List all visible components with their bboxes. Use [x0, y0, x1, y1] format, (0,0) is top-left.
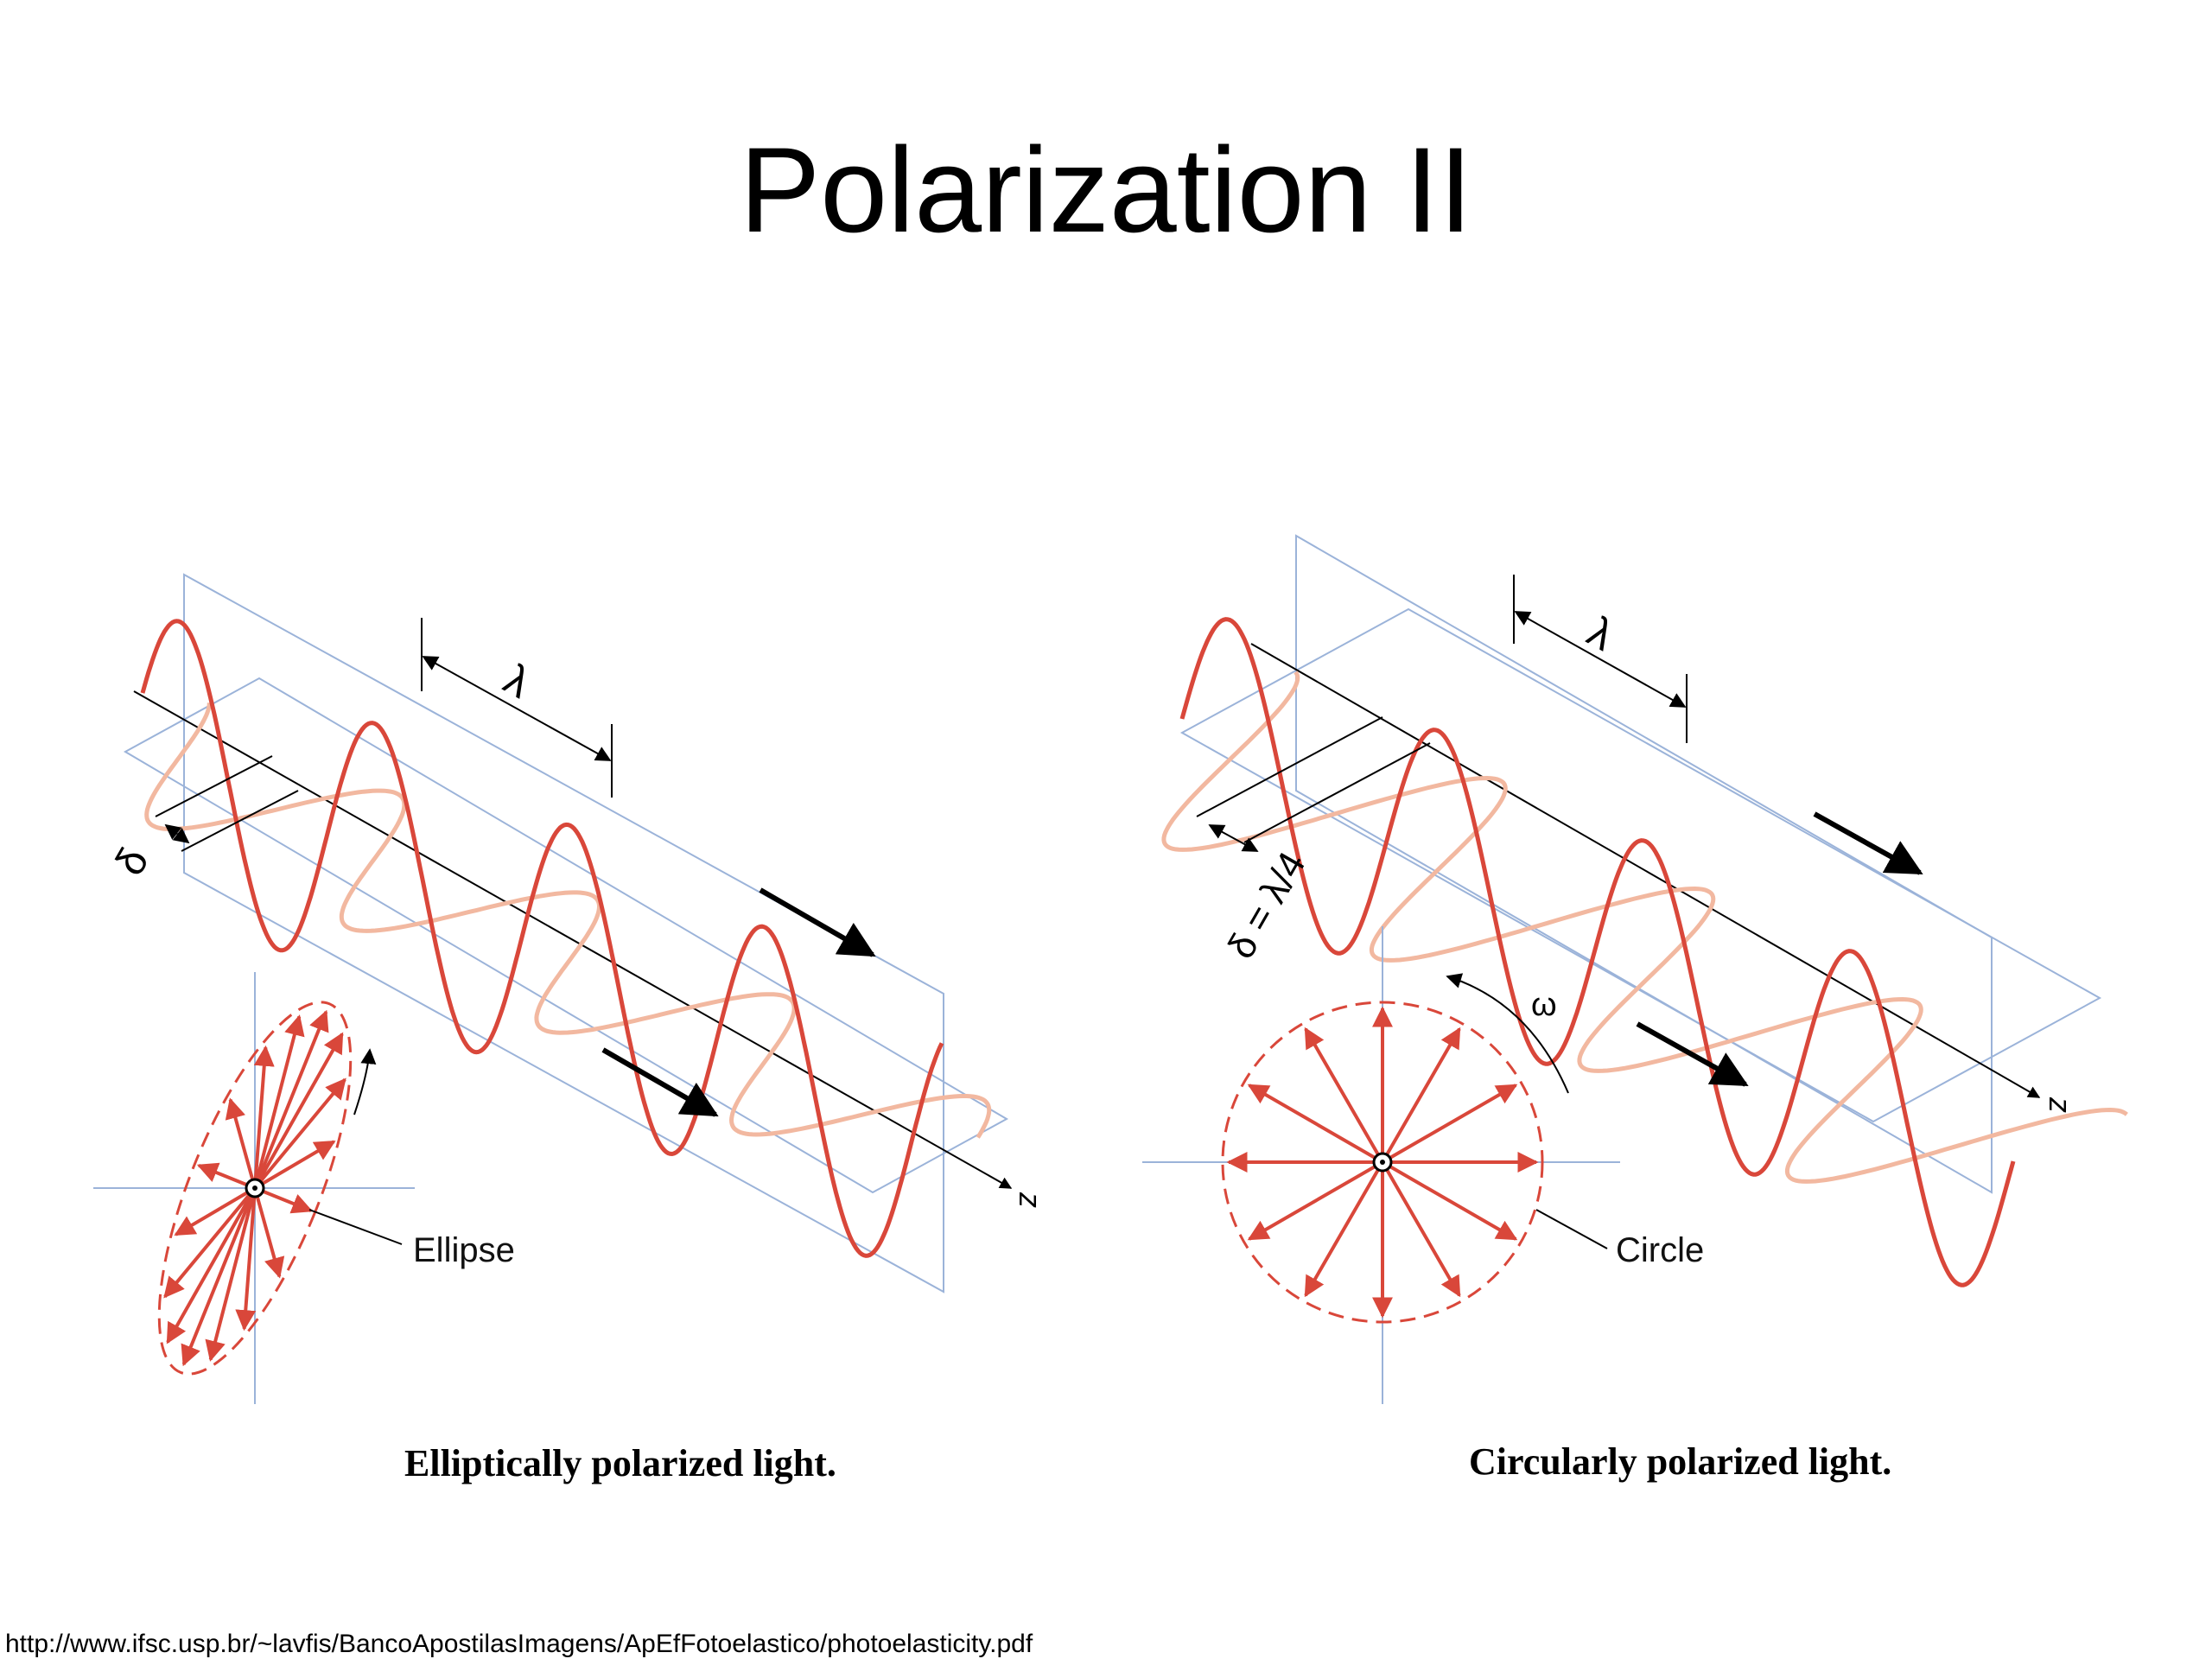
circle-vector: [1381, 1161, 1461, 1298]
ellipse-vector: [253, 1032, 344, 1189]
ellipse-vector: [235, 1187, 257, 1332]
ellipse-vector: [225, 1097, 257, 1189]
left-wavelength-marker: λ: [421, 618, 613, 798]
right-horizontal-wave: [1161, 671, 2128, 1184]
ellipse-vector: [253, 1077, 346, 1190]
ellipse-vector: [253, 1140, 336, 1190]
left-horizontal-plane: [123, 677, 1009, 1194]
ellipse-vector: [205, 1187, 257, 1362]
right-phase-label: δ = λ/4: [1220, 845, 1314, 966]
right-direction-arrow-lower: [1636, 1021, 1749, 1087]
right-vertical-plane: [1295, 534, 1993, 1194]
rotation-label: ω: [1531, 987, 1557, 1023]
circle-label: Circle: [1616, 1231, 1704, 1269]
right-z-label: z: [2043, 1096, 2078, 1113]
left-horizontal-wave: [144, 702, 992, 1139]
circular-panel: λ δ = λ/4 z ω Circle: [1142, 534, 2128, 1404]
left-z-axis: [133, 690, 1013, 1189]
circular-caption: Circularly polarized light.: [1469, 1440, 1892, 1483]
elliptical-caption: Elliptically polarized light.: [404, 1442, 836, 1484]
right-z-axis: [1250, 643, 2041, 1098]
ellipse-vector: [174, 1186, 257, 1236]
ellipse-label: Ellipse: [413, 1231, 515, 1269]
ellipse-vector: [254, 1186, 314, 1214]
circle-diagram: ω Circle: [1142, 926, 1704, 1404]
circle-vector: [1304, 1027, 1384, 1163]
circle-vector: [1381, 1027, 1461, 1163]
polarization-circle: [1221, 1001, 1544, 1324]
circle-vector: [1247, 1084, 1383, 1164]
ellipse-vector: [166, 1187, 257, 1344]
ellipse-rotation-arrow: [353, 1048, 377, 1116]
right-horizontal-plane: [1179, 607, 2102, 1123]
right-vertical-wave: [1179, 617, 2016, 1287]
left-vertical-plane: [183, 573, 944, 1294]
circle-vector: [1382, 1160, 1518, 1241]
ellipse-vector: [181, 1187, 257, 1367]
ellipse-vector: [253, 1187, 285, 1279]
ellipse-vector: [253, 1014, 305, 1189]
circle-vector: [1247, 1160, 1383, 1241]
left-direction-arrow-lower: [601, 1047, 719, 1117]
right-wavelength-label: λ: [1580, 607, 1622, 660]
slide-title: Polarization II: [739, 122, 1473, 257]
left-phase-marker: δ: [107, 755, 299, 883]
ellipse-vector: [253, 1045, 275, 1189]
left-direction-arrow-upper: [759, 887, 876, 957]
left-phase-label: δ: [107, 840, 158, 883]
circle-field-vectors: [1226, 1006, 1539, 1319]
ellipse-vector: [196, 1162, 256, 1190]
left-z-label: z: [1013, 1192, 1048, 1208]
circle-rotation-arrow: [1446, 973, 1569, 1094]
circle-vector: [1304, 1161, 1384, 1298]
elliptical-panel: λ δ z Ellipse: [93, 573, 1048, 1404]
ellipse-vector: [253, 1009, 329, 1189]
circle-vector: [1382, 1084, 1518, 1164]
right-direction-arrow-upper: [1813, 811, 1923, 875]
ellipse-vector: [163, 1186, 257, 1299]
ellipse-field-vectors: [163, 1009, 346, 1367]
left-wavelength-label: λ: [496, 655, 538, 708]
ellipse-diagram: Ellipse: [93, 972, 515, 1404]
source-url: http://www.ifsc.usp.br/~lavfis/BancoApos…: [5, 1630, 1033, 1658]
left-vertical-wave: [140, 619, 944, 1258]
